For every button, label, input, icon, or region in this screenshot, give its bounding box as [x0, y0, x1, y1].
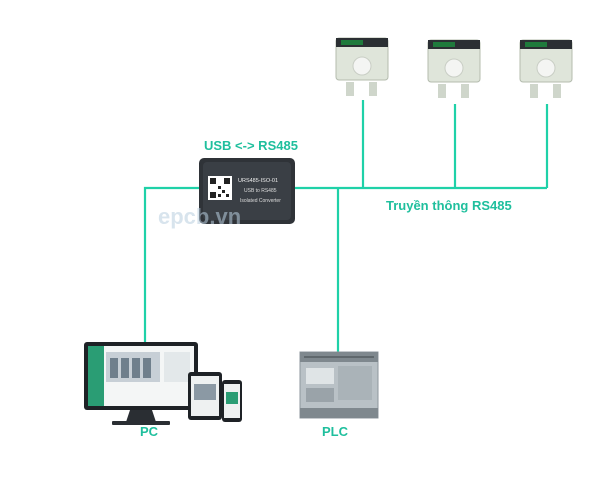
sensor-3	[519, 39, 573, 98]
watermark-text: epcb.vn	[158, 204, 242, 229]
converter-line1-text: USB to RS485	[244, 188, 277, 194]
converter-model-text: URS485-ISO-01	[238, 178, 278, 184]
smartphone	[222, 380, 242, 422]
pc-label: PC	[140, 424, 159, 439]
sensor-1	[335, 37, 389, 96]
plc-label: PLC	[322, 424, 348, 439]
pc-monitor	[84, 342, 198, 425]
converter-label: USB <-> RS485	[204, 138, 298, 153]
sensor-2	[427, 39, 481, 98]
usb-rs485-converter: URS485-ISO-01 USB to RS485 Isolated Conv…	[199, 158, 295, 224]
wire-pc-to-converter	[143, 186, 200, 346]
converter-line2-text: Isolated Converter	[240, 198, 281, 204]
rs485-bus-label: Truyền thông RS485	[386, 198, 512, 213]
plc-unit	[299, 351, 379, 419]
tablet	[188, 372, 222, 420]
rs485-wiring	[143, 100, 549, 352]
